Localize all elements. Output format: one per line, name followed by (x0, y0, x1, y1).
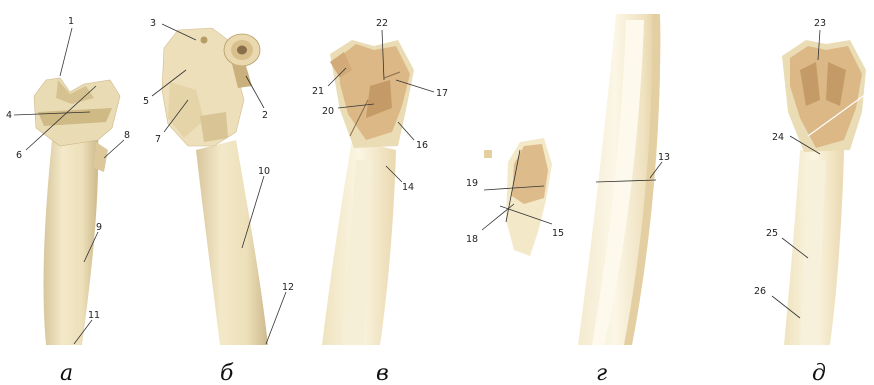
label-15: 15 (552, 228, 564, 239)
panel-fragment: 19 15 18 (466, 138, 564, 256)
label-4: 4 (6, 110, 12, 121)
label-26: 26 (754, 286, 766, 297)
label-17: 17 (436, 88, 448, 99)
caption-b: б (220, 361, 234, 385)
bone-b-small-pit (201, 37, 208, 44)
panel-a: 1 4 6 8 9 11 а (6, 16, 130, 385)
caption-d: д (812, 361, 826, 385)
fragment-chip (484, 150, 492, 158)
label-2: 2 (262, 110, 268, 121)
label-8: 8 (124, 130, 130, 141)
leader-12 (266, 292, 286, 344)
label-13: 13 (658, 152, 670, 163)
caption-v: в (376, 361, 389, 385)
label-16: 16 (416, 140, 428, 151)
label-22: 22 (376, 18, 388, 29)
label-24: 24 (772, 132, 784, 143)
label-10: 10 (258, 166, 270, 177)
panel-g: 13 г (578, 14, 670, 385)
label-19: 19 (466, 178, 478, 189)
label-21: 21 (312, 86, 324, 97)
panel-d: 23 24 25 26 д (754, 18, 866, 385)
label-20: 20 (322, 106, 334, 117)
label-7: 7 (155, 134, 161, 145)
leader-1 (60, 28, 72, 76)
label-3: 3 (150, 18, 156, 29)
label-14: 14 (402, 182, 414, 193)
caption-g: г (596, 361, 607, 385)
bone-b-ridge (200, 112, 228, 142)
label-5: 5 (143, 96, 149, 107)
label-12: 12 (282, 282, 294, 293)
panel-v: 22 21 17 20 16 14 в (312, 18, 448, 385)
leader-8 (104, 140, 124, 158)
label-23: 23 (814, 18, 826, 29)
label-25: 25 (766, 228, 778, 239)
panel-b: 3 5 7 2 10 12 б (143, 18, 294, 385)
bone-a-tuberosity (94, 142, 108, 172)
label-18: 18 (466, 234, 478, 245)
label-6: 6 (16, 150, 22, 161)
label-11: 11 (88, 310, 100, 321)
bone-b-cut-cavity (237, 46, 247, 55)
leader-2 (246, 76, 264, 108)
label-9: 9 (96, 222, 102, 233)
caption-a: а (60, 361, 73, 385)
label-1: 1 (68, 16, 74, 27)
